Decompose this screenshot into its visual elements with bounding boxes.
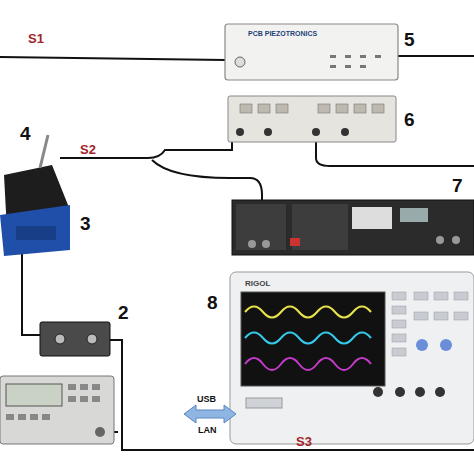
callout-number: 4 [20, 124, 31, 143]
signal-name: S2 [80, 143, 96, 156]
brand-text: RIGOL [245, 280, 270, 288]
callout-number: 3 [80, 214, 91, 233]
signal-name: S1 [28, 32, 44, 45]
callout-number: 2 [118, 303, 129, 322]
callout-number: 5 [404, 30, 415, 49]
callout-number: 6 [404, 110, 415, 129]
double-arrow [184, 405, 236, 423]
signal-name: S3 [296, 435, 312, 448]
cables [0, 56, 474, 450]
interface-label: USB [197, 395, 216, 404]
brand-text: PCB PIEZOTRONICS [248, 30, 317, 37]
callout-number: 8 [207, 293, 218, 312]
interface-label: LAN [198, 426, 217, 435]
callout-number: 7 [452, 176, 463, 195]
